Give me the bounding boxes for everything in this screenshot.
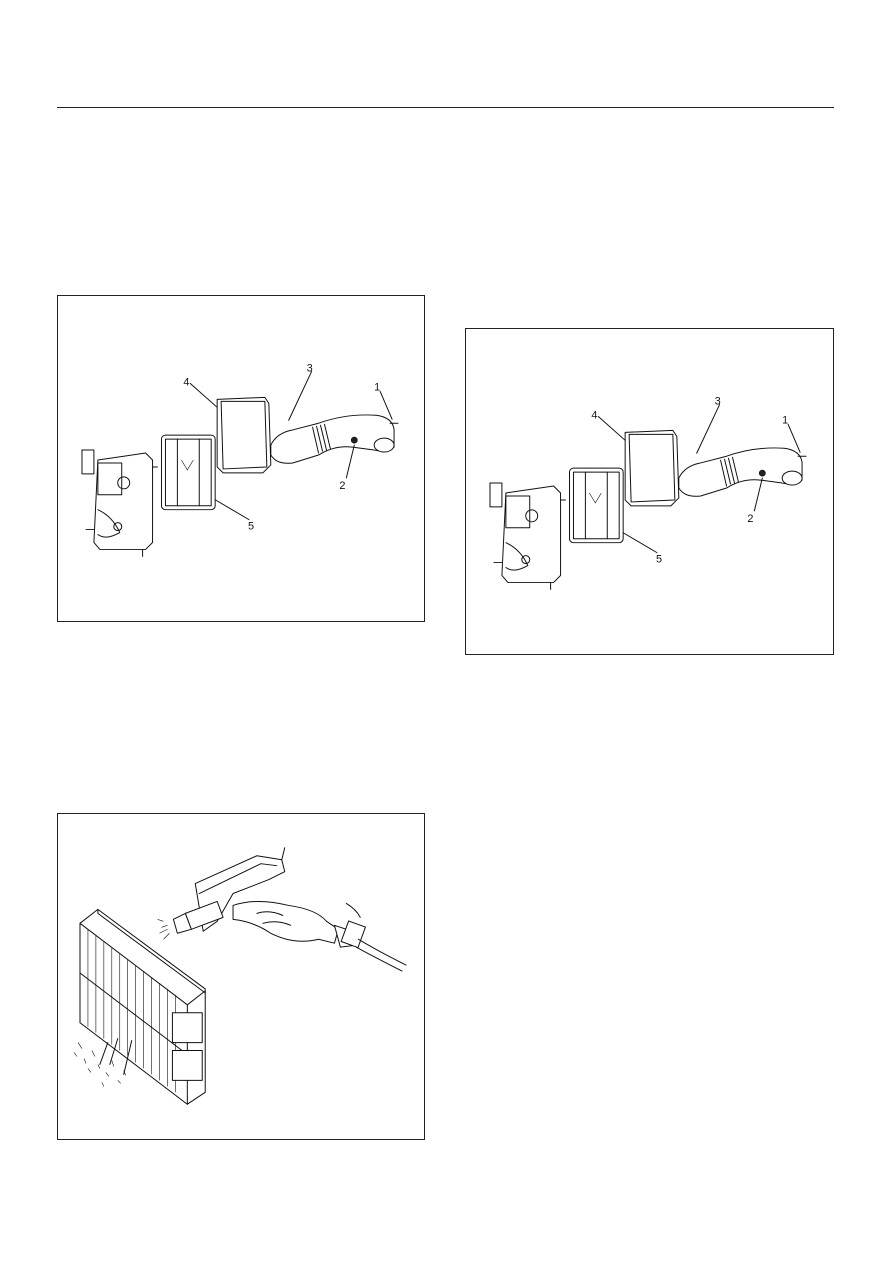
leader-line-1: [379, 390, 393, 420]
air-cleaner-lower-housing: [489, 482, 567, 590]
air-cleaner-element: [568, 467, 624, 544]
callout-3: 3: [307, 363, 313, 375]
air-cleaner-exploded-figure-right: 4 3 1 2 5: [465, 328, 834, 655]
leader-line-5: [214, 499, 250, 521]
leader-line-3: [288, 371, 313, 421]
air-cleaner-exploded-drawing: 4 3 1 2 5: [489, 396, 807, 590]
air-hose: [333, 902, 407, 972]
air-cleaner-cover: [216, 396, 272, 474]
element-cleaning-figure: [57, 813, 425, 1140]
air-cleaner-element: [160, 434, 216, 511]
air-gun: [157, 847, 286, 940]
callout-2: 2: [747, 513, 753, 525]
air-cleaner-exploded-figure-left: 4 3 1 2 5: [57, 295, 425, 622]
callout-4: 4: [591, 409, 597, 421]
air-cleaner-exploded-drawing: 4 3 1 2 5: [81, 363, 399, 557]
hand: [232, 900, 339, 944]
leader-line-3: [696, 404, 721, 454]
compressed-air-cleaning-drawing: [73, 847, 407, 1105]
leader-line-2: [345, 444, 355, 479]
air-cleaner-cover: [624, 429, 680, 507]
leader-line-5: [622, 532, 658, 554]
filter-element: [79, 908, 206, 1105]
dust-particles: [73, 1038, 133, 1087]
callout-3: 3: [715, 396, 721, 408]
air-cleaner-lower-housing: [81, 449, 159, 557]
leader-line-2: [753, 477, 763, 512]
callout-1: 1: [374, 381, 380, 393]
callout-4: 4: [183, 376, 189, 388]
air-duct: [678, 447, 807, 497]
callout-2: 2: [339, 480, 345, 492]
leader-line-1: [787, 423, 801, 453]
callout-1: 1: [782, 414, 788, 426]
leader-line-4: [597, 415, 626, 441]
callout-5: 5: [248, 521, 254, 533]
air-duct: [270, 414, 399, 464]
callout-5: 5: [656, 554, 662, 566]
leader-line-4: [189, 382, 218, 408]
header-rule: [57, 107, 834, 108]
